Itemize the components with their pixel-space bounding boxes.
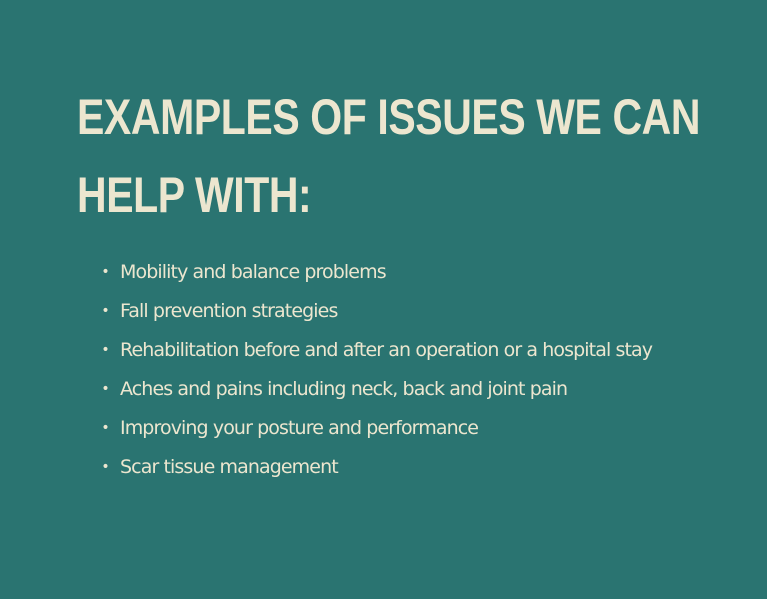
list-item: • Improving your posture and performance	[100, 409, 700, 448]
bullet-icon: •	[101, 303, 109, 319]
section-heading: EXAMPLES OF ISSUES WE CAN HELP WITH:	[77, 78, 701, 234]
bullet-icon: •	[101, 420, 109, 436]
list-item-text: Aches and pains including neck, back and…	[120, 378, 568, 400]
list-item: • Rehabilitation before and after an ope…	[100, 331, 700, 370]
list-item-text: Rehabilitation before and after an opera…	[120, 339, 653, 361]
list-item: • Scar tissue management	[100, 448, 700, 487]
issues-list: • Mobility and balance problems • Fall p…	[100, 253, 700, 487]
list-item-text: Fall prevention strategies	[120, 300, 338, 322]
list-item: • Fall prevention strategies	[100, 292, 700, 331]
list-item: • Mobility and balance problems	[100, 253, 700, 292]
list-item-text: Mobility and balance problems	[120, 261, 387, 283]
list-item: • Aches and pains including neck, back a…	[100, 370, 700, 409]
bullet-icon: •	[101, 342, 109, 358]
heading-line-2: HELP WITH:	[77, 167, 312, 223]
list-item-text: Improving your posture and performance	[120, 417, 479, 439]
heading-line-1: EXAMPLES OF ISSUES WE CAN	[77, 89, 701, 145]
bullet-icon: •	[101, 381, 109, 397]
list-item-text: Scar tissue management	[120, 456, 339, 478]
bullet-icon: •	[101, 264, 109, 280]
bullet-icon: •	[101, 459, 109, 475]
